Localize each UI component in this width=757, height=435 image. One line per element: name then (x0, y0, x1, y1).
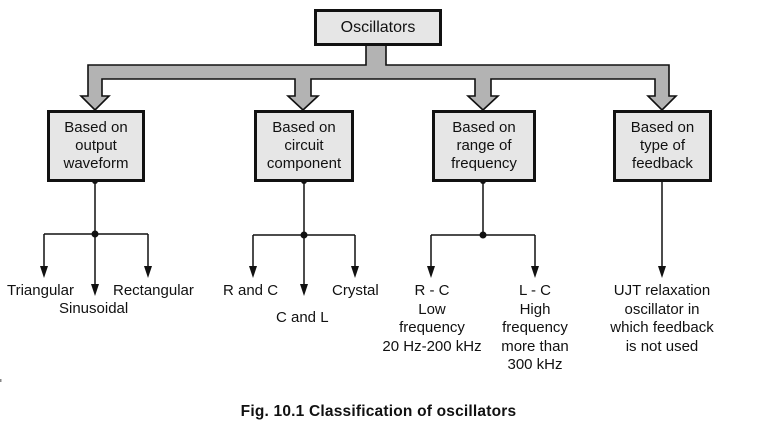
category-label: Based on range of frequency (451, 119, 517, 172)
root-node-oscillators: Oscillators (314, 9, 442, 46)
arrow-lc (531, 266, 539, 278)
category-label: Based on type of feedback (630, 119, 695, 172)
tree-output-waveform (40, 178, 152, 296)
leaf-sinusoidal: Sinusoidal (59, 300, 129, 317)
arrow-ujt (658, 266, 666, 278)
leaf-c-and-l: C and L (276, 309, 329, 326)
arrow-sinusoidal (91, 284, 99, 296)
leaf-r-and-c: R and C (223, 282, 279, 299)
category-label: Based on output waveform (63, 119, 129, 172)
tree-circuit-component (249, 178, 359, 296)
arrow-rc (427, 266, 435, 278)
arrow-c-and-l (300, 284, 308, 296)
tree-range-of-frequency (427, 178, 539, 278)
arrow-crystal (351, 266, 359, 278)
category-circuit-component: Based on circuit component (254, 110, 354, 182)
leaf-crystal: Crystal (332, 282, 379, 299)
leaf-rc-low-frequency: R - C Low frequency 20 Hz-200 kHz (382, 282, 482, 355)
figure-caption: Fig. 10.1 Classification of oscillators (240, 403, 517, 420)
arrow-r-and-c (249, 266, 257, 278)
leaf-ujt-relaxation: UJT relaxation oscillator in which feedb… (610, 282, 714, 355)
root-node-label: Oscillators (340, 18, 416, 36)
arrow-rectangular (144, 266, 152, 278)
main-connector (79, 44, 678, 112)
category-range-of-frequency: Based on range of frequency (432, 110, 536, 182)
stray-mark (0, 379, 2, 382)
category-output-waveform: Based on output waveform (47, 110, 145, 182)
arrow-triangular (40, 266, 48, 278)
leaf-triangular: Triangular (7, 282, 74, 299)
category-type-of-feedback: Based on type of feedback (613, 110, 712, 182)
tree-type-of-feedback (658, 181, 666, 278)
category-label: Based on circuit component (266, 119, 342, 172)
leaf-lc-high-frequency: L - C High frequency more than 300 kHz (501, 282, 569, 373)
leaf-rectangular: Rectangular (113, 282, 194, 299)
